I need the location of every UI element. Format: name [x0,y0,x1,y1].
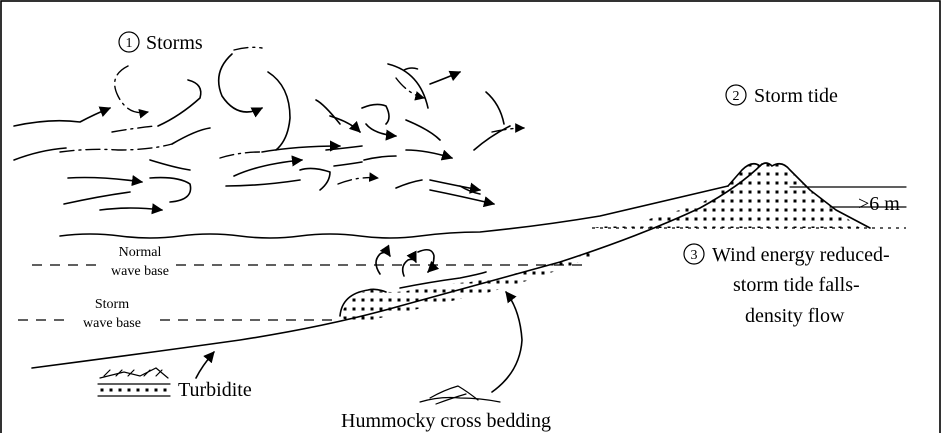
density-flow-deposit [340,246,600,322]
turbidite-symbol [98,368,170,396]
hummocky-pointer-arrow [492,292,522,392]
storm-tide-dome [592,163,860,228]
normal-wave-base-label-1: Normal [119,245,162,260]
height-label: >6 m [858,193,900,215]
turbidite-label: Turbidite [178,379,252,401]
hummocky-label: Hummocky cross bedding [341,410,551,432]
storms-label: Storms [146,32,203,54]
storm-wave-base-label-1: Storm [95,297,129,312]
turbidite-pointer-arrow [196,352,214,378]
storm-tide-number: 2 [733,89,740,104]
storm-tide-label: Storm tide [754,85,838,107]
wind-energy-line3: density flow [745,305,845,327]
storm-wave-base-label-2: wave base [83,316,141,331]
wind-energy-line2: storm tide falls- [733,274,860,296]
wind-energy-line1: Wind energy reduced- [712,244,890,266]
hummocky-symbol [420,386,500,404]
storm-winds [14,47,524,210]
storms-number: 1 [126,36,133,51]
wind-energy-number: 3 [691,248,698,263]
normal-wave-base-label-2: wave base [111,264,169,279]
sea-surface [60,186,728,238]
